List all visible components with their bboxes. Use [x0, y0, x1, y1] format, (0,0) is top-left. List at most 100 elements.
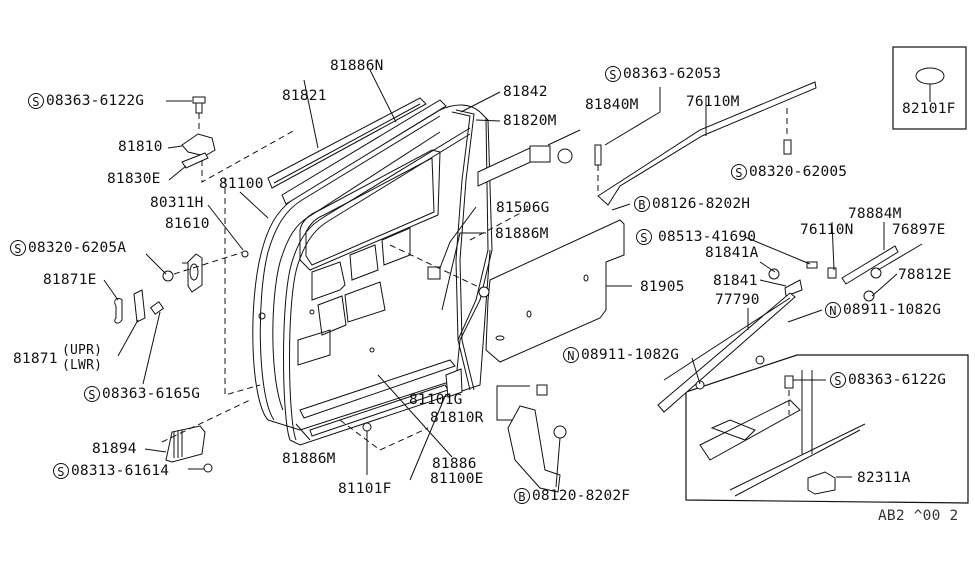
part-number: 08320-6205A: [28, 240, 127, 256]
part-number: 81871E: [43, 272, 97, 288]
screw-prefix-icon: S: [605, 66, 621, 82]
part-number: 81886N: [330, 58, 384, 74]
bolt-08363-6165G: [149, 301, 165, 315]
part-number: 76110M: [686, 94, 740, 110]
part-number: 81886M: [495, 226, 549, 242]
door-panel-81100: [252, 104, 493, 446]
part-number: 81100: [219, 176, 264, 192]
bolt-08313-61614: [203, 463, 213, 473]
footer-code: AB2 ^00 2: [878, 508, 958, 524]
label-81894: 81894: [92, 441, 137, 457]
bolt-prefix-icon: B: [634, 196, 650, 212]
part-number: 08313-61614: [71, 463, 170, 479]
roller-81840M: [477, 145, 573, 187]
label-81506G: 81506G: [496, 200, 550, 216]
part-number: 81871: [13, 351, 58, 367]
variant-upr: (UPR): [62, 343, 103, 358]
part-number: 81810: [118, 139, 163, 155]
label-81100: 81100: [219, 176, 264, 192]
part-number: 81610: [165, 216, 210, 232]
part-number: 08513-41690: [658, 229, 757, 245]
part-number: 77790: [715, 292, 760, 308]
step-inset: [699, 370, 866, 497]
bumper-82311A: [807, 471, 836, 495]
part-number: 81820M: [503, 113, 557, 129]
label-81810: 81810: [118, 139, 163, 155]
part-number: 76110N: [800, 222, 854, 238]
bolt-prefix-icon: B: [514, 488, 530, 504]
screw-prefix-icon: S: [53, 463, 69, 479]
nut-prefix-icon: N: [825, 302, 841, 318]
bolt-08363-6122G: [192, 96, 206, 114]
part-number: 81841A: [705, 245, 759, 261]
part-number: 81905: [640, 279, 685, 295]
plug-82101F: [915, 67, 945, 85]
clip-81101F: [362, 422, 372, 432]
part-number: 08363-62053: [623, 66, 722, 82]
part-number: 78812E: [898, 267, 952, 283]
shim-81871E: [114, 297, 123, 324]
variant-lwr: (LWR): [62, 358, 103, 373]
inset-box-step: [685, 354, 969, 504]
plate-81841: [784, 279, 803, 297]
label-76110M: 76110M: [686, 94, 740, 110]
part-number: 81810R: [430, 410, 484, 426]
label-81871-upr: (UPR): [62, 343, 102, 358]
screw-prefix-icon: S: [10, 240, 26, 256]
label-76110N: 76110N: [800, 222, 854, 238]
bracket-81810R: [496, 384, 567, 493]
part-number: 81840M: [585, 97, 639, 113]
bracket-81810: [181, 133, 216, 157]
upper-channel-81821: [267, 97, 447, 205]
label-81871: 81871: [13, 351, 58, 367]
part-number: 08126-8202H: [652, 196, 751, 212]
screw-prefix-icon: S: [636, 229, 652, 245]
part-number: 80311H: [150, 195, 204, 211]
leader-lines: [103, 69, 923, 488]
label-81886M-bottom: 81886M: [282, 451, 336, 467]
weatherstrip-81820M: [451, 111, 471, 391]
cap-78812E: [863, 290, 875, 302]
part-number: 82311A: [857, 470, 911, 486]
label-78812E: 78812E: [898, 267, 952, 283]
cap-76897E: [870, 267, 882, 279]
label-81886M-mid: 81886M: [495, 226, 549, 242]
label-81610: 81610: [165, 216, 210, 232]
label-81840M: 81840M: [585, 97, 639, 113]
label-81842: 81842: [503, 84, 548, 100]
label-81871-lwr: (LWR): [62, 358, 102, 373]
pad-81101G: [445, 368, 463, 398]
bolt-08126-8202H: [478, 286, 490, 298]
part-number: 08120-8202F: [532, 488, 631, 504]
screw-prefix-icon: S: [84, 386, 100, 402]
shim-81871: [133, 289, 146, 323]
screw-81841A: [768, 268, 780, 280]
pad-81506G: [427, 266, 441, 280]
screw-prefix-icon: S: [28, 93, 44, 109]
label-81830E: 81830E: [107, 171, 161, 187]
label-08513-41690: S 08513-41690: [636, 229, 756, 245]
part-number: 81101G: [409, 392, 463, 408]
inset-box-82101F: [892, 46, 967, 130]
diagram-code: AB2 ^00 2: [878, 508, 959, 524]
label-81810R: 81810R: [430, 410, 484, 426]
label-81886: 81886: [432, 456, 477, 472]
part-number: 81886M: [282, 451, 336, 467]
label-80311H: 80311H: [150, 195, 204, 211]
part-number: 81821: [282, 88, 327, 104]
part-number: 81894: [92, 441, 137, 457]
part-number: 81842: [503, 84, 548, 100]
label-82311A: 82311A: [857, 470, 911, 486]
trim-board-81905: [485, 219, 625, 363]
part-number: 81830E: [107, 171, 161, 187]
part-number: 08363-6165G: [102, 386, 201, 402]
